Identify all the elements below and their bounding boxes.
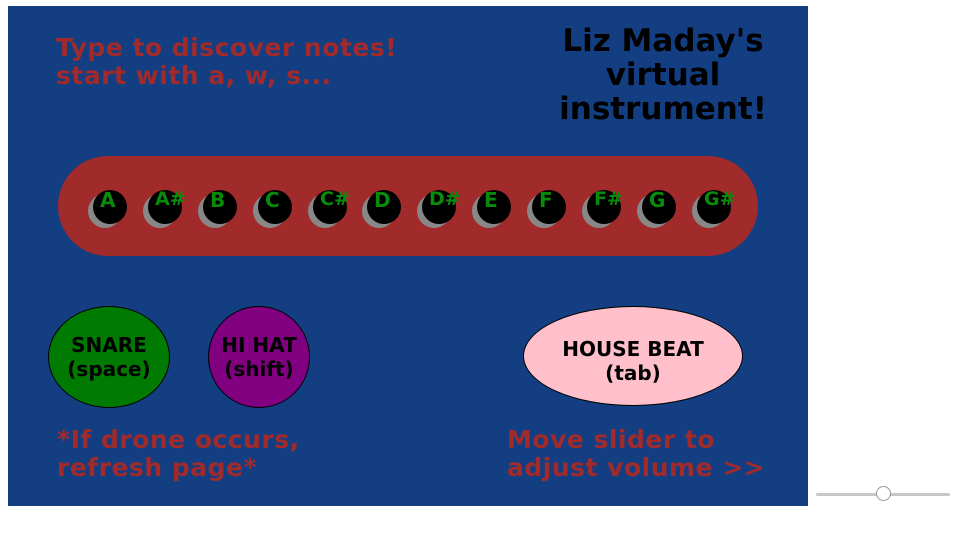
- instructions-text: Type to discover notes! start with a, w,…: [56, 34, 397, 90]
- key-label: G: [649, 188, 666, 212]
- key-label: A#: [155, 188, 186, 210]
- volume-note-line-1: Move slider to: [507, 425, 716, 454]
- volume-note: Move slider to adjust volume >>: [507, 426, 765, 482]
- key-label: B: [210, 188, 226, 212]
- key-label: F#: [594, 188, 623, 210]
- key-c-sharp[interactable]: C#: [308, 188, 350, 228]
- instructions-line-2: start with a, w, s...: [56, 61, 332, 90]
- instructions-line-1: Type to discover notes!: [56, 33, 398, 62]
- house-beat-key-hint: (tab): [605, 361, 661, 385]
- key-label: G#: [704, 188, 736, 210]
- instrument-canvas[interactable]: Type to discover notes! start with a, w,…: [8, 6, 808, 506]
- key-label: A: [100, 188, 116, 212]
- key-f[interactable]: F: [527, 188, 568, 228]
- app-title-line-2: virtual: [605, 57, 721, 93]
- key-label: C#: [320, 188, 350, 210]
- key-a-sharp[interactable]: A#: [143, 188, 186, 228]
- drone-note: *If drone occurs, refresh page*: [57, 426, 300, 482]
- app-title-line-3: instrument!: [559, 91, 767, 127]
- hi-hat-pad[interactable]: HI HAT (shift): [208, 306, 310, 408]
- key-d-sharp[interactable]: D#: [417, 188, 461, 228]
- drone-note-line-1: *If drone occurs,: [57, 425, 300, 454]
- house-beat-pad[interactable]: HOUSE BEAT (tab): [523, 306, 743, 406]
- key-label: E: [484, 188, 498, 212]
- key-g[interactable]: G: [637, 188, 678, 228]
- key-label: C: [265, 188, 280, 212]
- key-f-sharp[interactable]: F#: [582, 188, 623, 228]
- key-g-sharp[interactable]: G#: [692, 188, 736, 228]
- volume-note-line-2: adjust volume >>: [507, 453, 766, 482]
- volume-slider[interactable]: [816, 484, 950, 506]
- hi-hat-key-hint: (shift): [224, 357, 294, 381]
- app-title: Liz Maday's virtual instrument!: [553, 24, 773, 126]
- key-d[interactable]: D: [362, 188, 403, 228]
- house-beat-label: HOUSE BEAT: [562, 337, 704, 361]
- snare-key-hint: (space): [67, 357, 151, 381]
- key-label: D#: [429, 188, 461, 210]
- key-label: D: [374, 188, 391, 212]
- snare-pad[interactable]: SNARE (space): [48, 306, 170, 408]
- snare-label: SNARE: [71, 333, 147, 357]
- key-b[interactable]: B: [198, 188, 239, 228]
- key-label: F: [539, 188, 553, 212]
- key-c[interactable]: C: [253, 188, 294, 228]
- key-a[interactable]: A: [88, 188, 129, 228]
- app-title-line-1: Liz Maday's: [562, 23, 764, 59]
- volume-slider-thumb[interactable]: [875, 486, 891, 501]
- key-e[interactable]: E: [472, 188, 513, 228]
- drone-note-line-2: refresh page*: [57, 453, 258, 482]
- hi-hat-label: HI HAT: [221, 333, 297, 357]
